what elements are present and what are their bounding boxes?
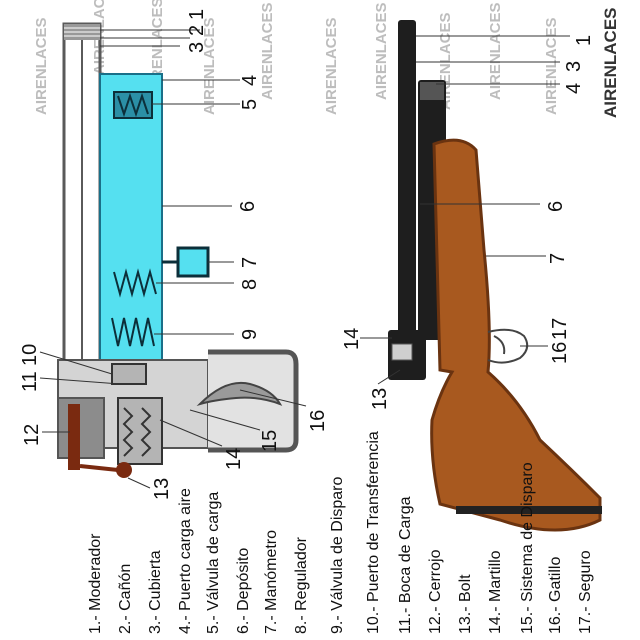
callout-15: 15 [259,430,281,452]
legend-item-14: 14.- Martillo [487,550,504,634]
legend-item-3: 3.- Cubierta [147,550,164,634]
legend-item-11: 11.- Boca de Carga [397,496,414,634]
callout-14: 14 [223,448,245,470]
watermark-dark: AIRENLACES [601,7,620,118]
callout-r14: 14 [341,328,363,350]
bolt [68,404,80,470]
callout-r3: 3 [563,61,585,72]
legend-item-1: 1.- Moderador [87,533,104,634]
legend-item-7: 7.- Manómetro [263,530,280,634]
callout-r4: 4 [563,83,585,94]
rifle-stock [432,140,600,530]
legend-item-4: 4.- Puerto carga aire [177,488,194,634]
callout-10: 10 [19,344,41,366]
callout-11: 11 [19,371,41,392]
legend-item-5: 5.- Válvula de carga [205,492,222,634]
bolt-housing [58,398,104,458]
callout-r7: 7 [547,253,569,264]
callout-7: 7 [239,257,261,268]
callout-2: 2 [186,25,208,36]
callout-r17: 17 [549,318,571,340]
legend-item-2: 2.- Cañón [117,564,134,634]
bolt-knob [116,462,132,478]
watermark-7: AIRENLACES [373,2,390,100]
watermark-1: AIRENLACES [33,17,50,115]
legend-item-6: 6.- Depósito [235,548,252,634]
legend-item-9: 9.- Válvula de Disparo [329,476,346,634]
callout-4: 4 [239,75,261,86]
callout-3: 3 [186,42,208,53]
callout-8: 8 [239,279,261,290]
cylinder-cap [420,82,444,100]
rifle-trigger [494,336,504,354]
rifle-bolt [392,344,412,360]
callout-r6: 6 [545,201,567,212]
watermark-6: AIRENLACES [323,17,340,115]
callout-12: 12 [21,424,43,446]
bolt-handle [80,466,118,470]
callout-r1: 1 [573,35,595,46]
callout-r16: 16 [549,342,571,364]
leader-13 [128,478,150,488]
callout-9: 9 [239,329,261,340]
callout-5: 5 [239,99,261,110]
callout-r13: 13 [369,388,391,410]
legend-item-17: 17.- Seguro [577,550,594,634]
watermark-9: AIRENLACES [487,2,504,100]
legend-item-15: 15.- Sistema de Disparo [519,462,536,634]
legend-item-16: 16.- Gatillo [547,557,564,634]
callout-6: 6 [237,201,259,212]
hammer [112,364,146,384]
legend-item-8: 8.- Regulador [293,536,310,634]
callout-16: 16 [307,410,329,432]
watermark-10: AIRENLACES [543,17,560,115]
callout-1: 1 [186,9,208,20]
trigger-guard [208,352,296,450]
watermark-5: AIRENLACES [259,2,276,100]
legend-item-10: 10.- Puerto de Transferencia [365,431,382,634]
callout-13: 13 [151,478,173,500]
pressure-gauge [178,248,208,276]
legend-item-13: 13.- Bolt [457,574,474,634]
rifle-barrel [398,20,416,350]
legend-item-12: 12.- Cerrojo [427,549,444,634]
